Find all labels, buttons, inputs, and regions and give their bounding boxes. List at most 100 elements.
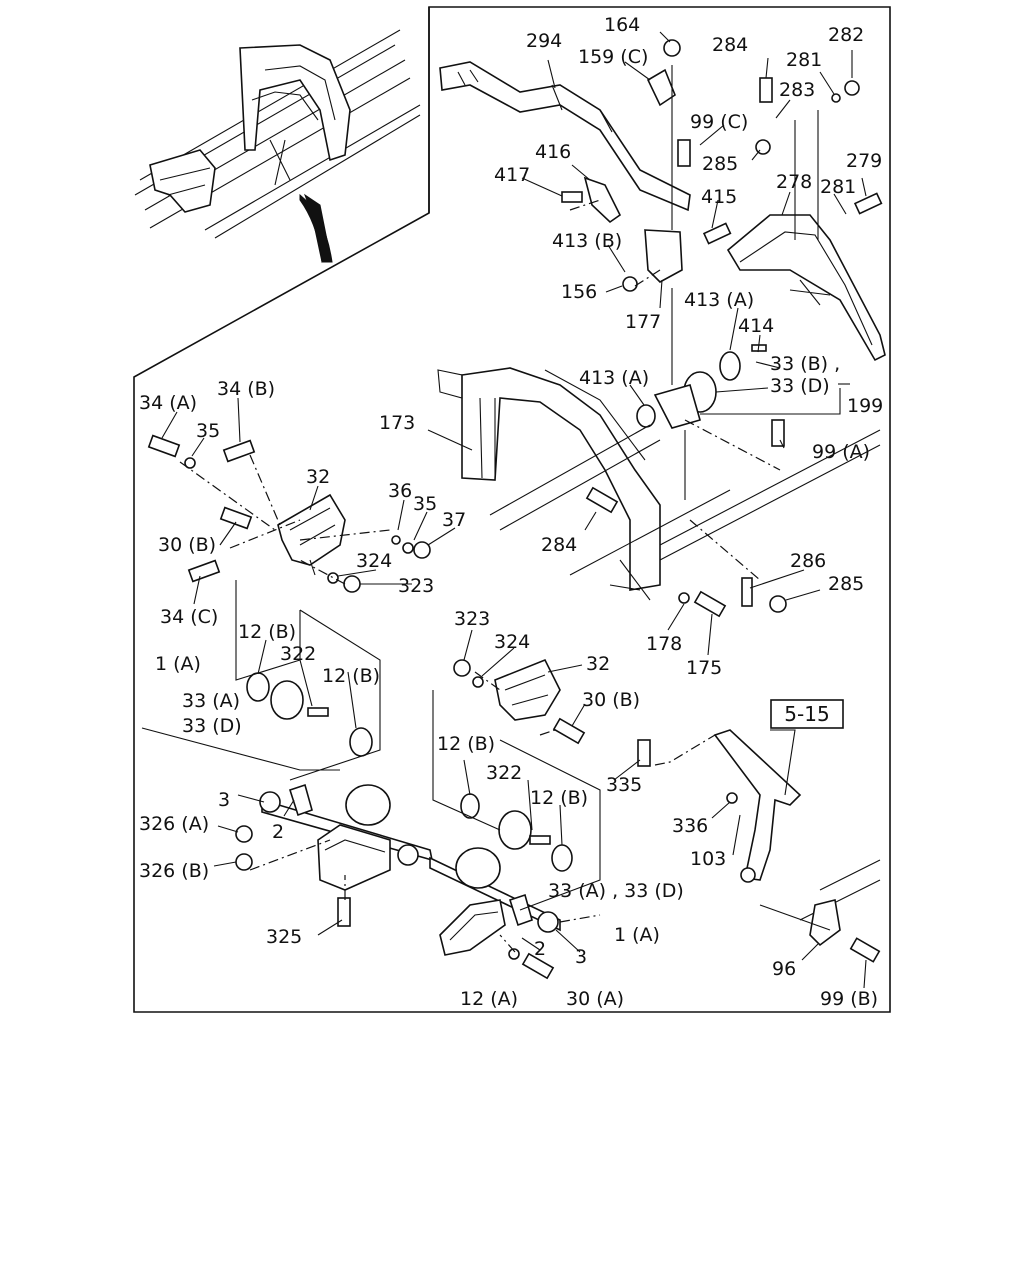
callout-label: 284 — [541, 534, 577, 556]
callout-arrow — [299, 193, 333, 263]
callout-label: 175 — [686, 657, 722, 679]
callout-label: 325 — [266, 926, 302, 948]
callout-label: 324 — [494, 631, 530, 653]
nut-156 — [622, 276, 638, 292]
callout-label: 326 (A) — [139, 813, 209, 835]
callout-label: 37 — [442, 509, 466, 531]
callout-label: 326 (B) — [139, 860, 209, 882]
washer-178 — [678, 592, 690, 604]
bushing-199 — [636, 288, 767, 500]
nut-326a — [235, 825, 253, 843]
crossmember-294 — [439, 61, 691, 283]
callout-label: 1 (A) — [155, 653, 201, 675]
bolt-30b-right — [552, 717, 586, 745]
plate-286 — [741, 577, 753, 607]
bolt-415 — [702, 222, 732, 245]
callout-label: 173 — [379, 412, 415, 434]
callout-label: 33 (B) , — [770, 353, 840, 375]
callout-label: 178 — [646, 633, 682, 655]
callout-label: 34 (B) — [217, 378, 275, 400]
washer-35-left — [184, 457, 196, 469]
nut-37 — [413, 541, 431, 559]
callout-label: 36 — [388, 480, 412, 502]
callout-label: 12 (B) — [322, 665, 380, 687]
bolt-175 — [693, 590, 727, 618]
callout-label: 285 — [702, 153, 738, 175]
lever-assembly — [713, 729, 841, 947]
callout-label: 33 (A) , 33 (D) — [548, 880, 684, 902]
bolt-30a — [521, 952, 555, 980]
group-brackets — [141, 383, 850, 911]
bushing-set-right — [460, 793, 573, 872]
callout-label: 322 — [486, 762, 522, 784]
callout-label: 413 (A) — [579, 367, 649, 389]
alignment-lines — [179, 199, 781, 953]
bracket-278 — [726, 110, 886, 362]
bolt-279 — [853, 192, 883, 215]
bolt-284-top — [759, 77, 773, 103]
nut-285-right — [769, 595, 787, 613]
callout-label: 199 — [847, 395, 883, 417]
bolt-34b — [222, 439, 256, 463]
callout-label: 12 (B) — [238, 621, 296, 643]
lower-bracket-left — [317, 824, 391, 891]
callout-label: 3 — [218, 789, 230, 811]
callout-label: 294 — [526, 30, 562, 52]
callout-label: 285 — [828, 573, 864, 595]
bolt-417 — [561, 191, 583, 203]
callout-label: 322 — [280, 643, 316, 665]
callout-label: 99 (C) — [690, 111, 748, 133]
callout-label: 1 (A) — [614, 924, 660, 946]
bolt-99b — [849, 937, 881, 963]
reference-box — [770, 699, 844, 729]
washer-12a — [508, 948, 520, 960]
callout-label: 34 (C) — [160, 606, 218, 628]
callout-label: 323 — [398, 575, 434, 597]
callout-label: 3 — [575, 946, 587, 968]
callout-label: 12 (B) — [437, 733, 495, 755]
callout-label: 156 — [561, 281, 597, 303]
callout-label: 30 (B) — [582, 689, 640, 711]
reference-label: 5-15 — [784, 702, 829, 726]
bolt-99a — [771, 419, 785, 447]
callout-label: 416 — [535, 141, 571, 163]
callout-label: 32 — [586, 653, 610, 675]
washer-336 — [726, 792, 738, 804]
bolt-99c — [677, 139, 691, 167]
washer-281 — [831, 93, 841, 103]
callout-label: 12 (A) — [460, 988, 518, 1010]
callout-label: 414 — [738, 315, 774, 337]
callout-label: 34 (A) — [139, 392, 197, 414]
callout-label: 35 — [413, 493, 437, 515]
callout-label: 281 — [820, 176, 856, 198]
callout-label: 413 (A) — [684, 289, 754, 311]
callout-label: 415 — [701, 186, 737, 208]
callout-label: 33 (D) — [770, 375, 830, 397]
callout-label: 33 (D) — [182, 715, 242, 737]
mount-bracket-32-right — [494, 658, 561, 721]
bracket-416 — [583, 176, 622, 224]
bolt-325 — [337, 897, 351, 927]
crossmember-173 — [437, 367, 661, 601]
callout-label: 282 — [828, 24, 864, 46]
bolt-34a — [147, 434, 181, 458]
callout-label: 159 (C) — [578, 46, 648, 68]
bolt-30b-left — [219, 506, 253, 530]
callout-label: 324 — [356, 550, 392, 572]
callout-label: 335 — [606, 774, 642, 796]
callout-label: 413 (B) — [552, 230, 622, 252]
washer-36 — [391, 535, 401, 545]
callout-label: 99 (A) — [812, 441, 870, 463]
callout-label: 33 (A) — [182, 690, 240, 712]
callout-label: 32 — [306, 466, 330, 488]
callout-label: 2 — [272, 821, 284, 843]
callout-label: 103 — [690, 848, 726, 870]
callout-labels: 164 159 (C) 294 284 282 281 283 99 (C) 2… — [139, 14, 883, 1010]
callout-label: 278 — [776, 171, 812, 193]
washer-324-right — [472, 676, 484, 688]
nut-323-right — [453, 659, 471, 677]
callout-label: 281 — [786, 49, 822, 71]
bolt-335 — [637, 739, 651, 767]
callout-label: 99 (B) — [820, 988, 878, 1010]
callout-label: 35 — [196, 420, 220, 442]
